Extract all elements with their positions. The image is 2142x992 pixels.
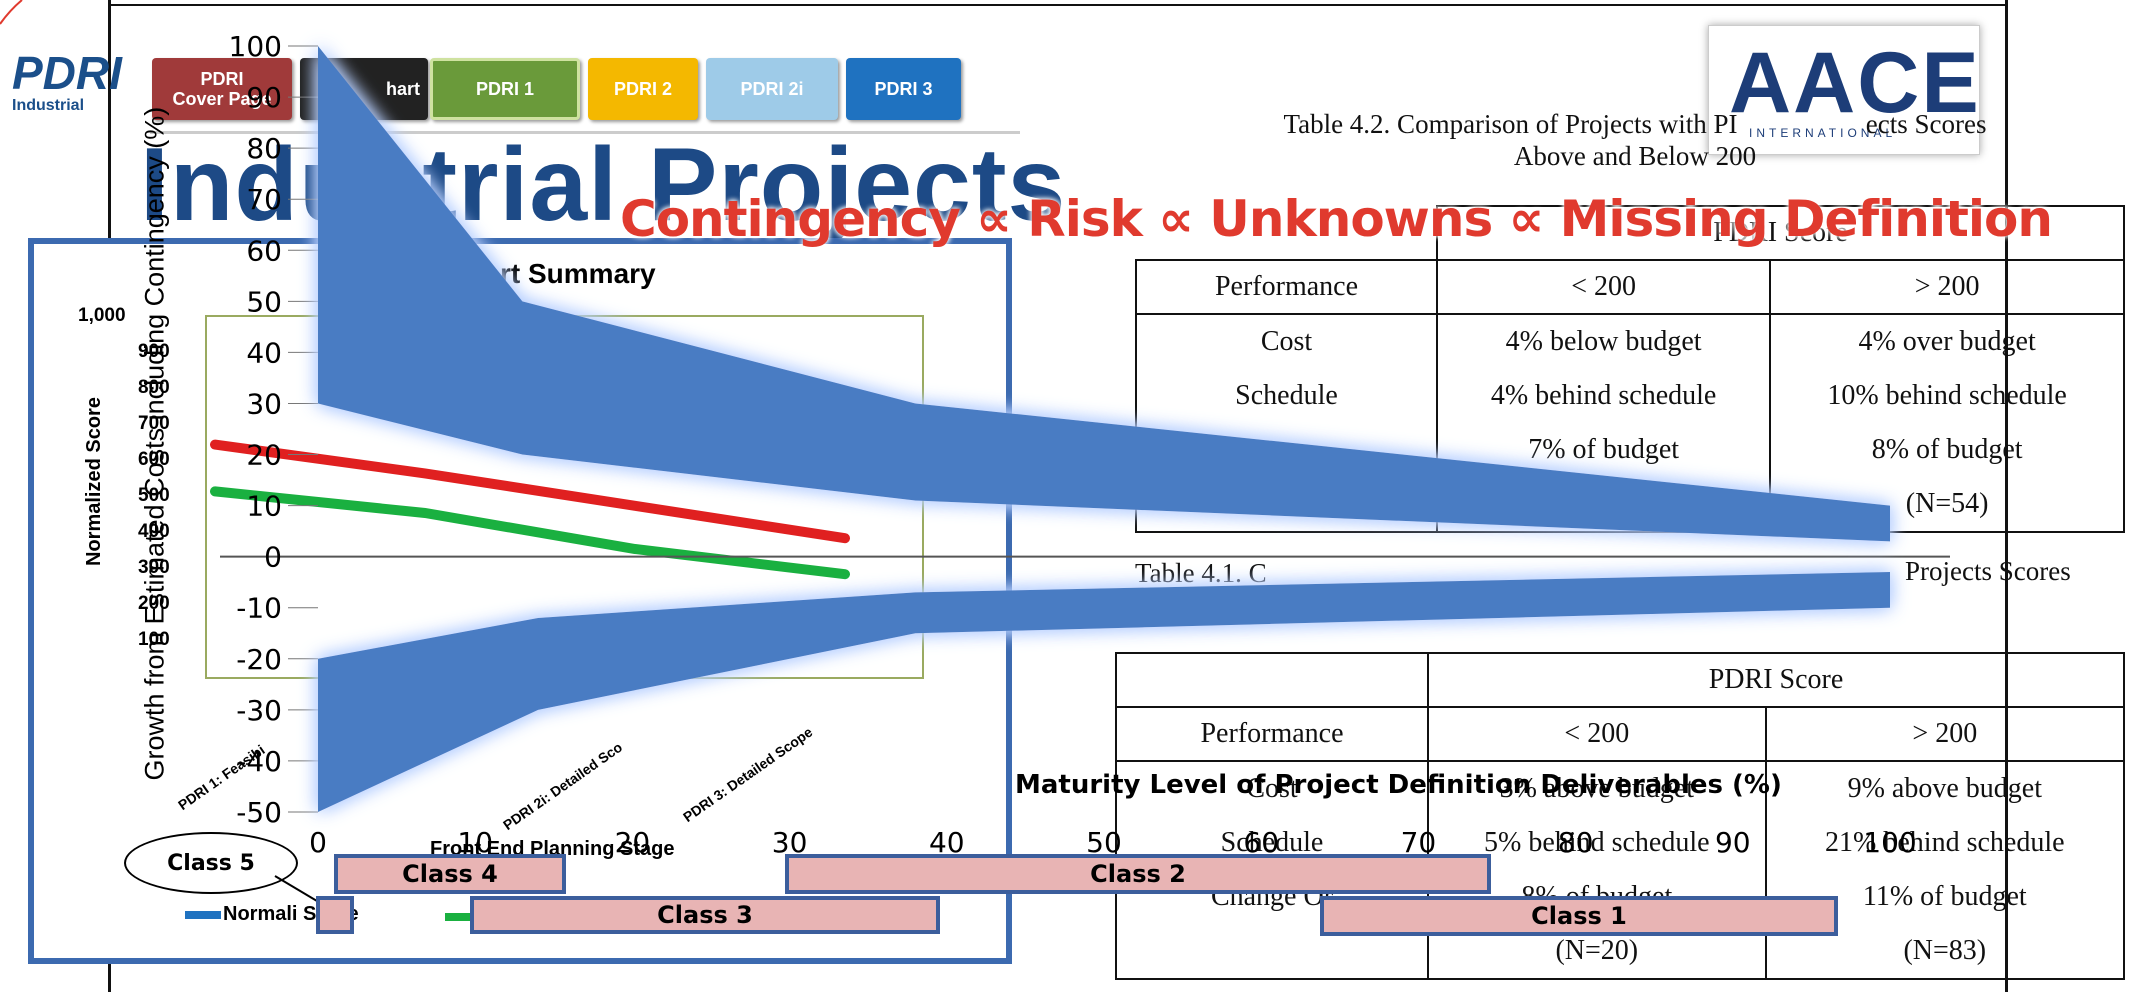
upper-cost-growth-band	[318, 46, 1890, 542]
table-top-cell: 8% of budget	[1769, 423, 2125, 477]
table-top-cell: 10% behind schedule	[1769, 369, 2125, 423]
y-tick-label: 0	[264, 541, 282, 574]
x-tick-label: 20	[615, 826, 651, 859]
summary-title: rt Summary	[500, 258, 656, 289]
table-bottom-cell: 3% above budget	[1427, 761, 1767, 816]
table-top-cell: 4% over budget	[1769, 314, 2125, 369]
lower-cost-growth-band	[318, 571, 1890, 812]
pdri-score-lines	[210, 439, 850, 580]
y-tick-label: 100	[229, 30, 282, 63]
aace-logo-sub: INTERNATIONAL	[1749, 126, 1897, 140]
tab-pdri-3[interactable]: PDRI 3	[846, 58, 961, 120]
y-tick-label: -40	[236, 745, 282, 778]
x-axis-title: Maturity Level of Project Definition Del…	[1015, 770, 1782, 800]
x-tick-label: 10	[457, 826, 493, 859]
table-top-caption: Table 4.2. Comparison of Projects with P…	[1130, 108, 2140, 172]
table-top-cell: Schedule	[1135, 369, 1438, 423]
y-tick-label: 40	[246, 336, 282, 369]
table-bottom-cell: 9% above budget	[1764, 761, 2126, 816]
x-tick-label: 90	[1715, 826, 1751, 859]
table-top-header-1: < 200	[1435, 259, 1772, 315]
y-axis-title: Growth from Estimated Costs including Co…	[140, 107, 171, 781]
legend-swatch-blue	[185, 911, 221, 919]
class-3-bar: Class 3	[470, 896, 940, 934]
class-1-bar: Class 1	[1320, 896, 1838, 936]
legend-swatch-green	[445, 913, 475, 921]
table-top-cell: 4% below budget	[1435, 314, 1772, 369]
toolbar-underline	[150, 131, 1020, 134]
y-tick-label: 80	[246, 132, 282, 165]
table-top-score-header: PDRI Score	[1436, 205, 2125, 261]
x-tick-label: 40	[929, 826, 965, 859]
x-tick-label: 70	[1401, 826, 1437, 859]
table-top-header-2: > 200	[1769, 259, 2125, 315]
y-tick-label: 10	[246, 490, 282, 523]
corner-mark	[0, 0, 23, 25]
y-tick-label: -30	[236, 694, 282, 727]
pdri-logo-text: PDRI	[12, 47, 122, 99]
x-tick-label: 50	[1086, 826, 1122, 859]
y-tick-label: 20	[246, 439, 282, 472]
class-2-bar: Class 2	[785, 854, 1491, 894]
y-axis-title-text: Growth from Estimated Costs including Co…	[139, 106, 170, 781]
y-tick-label: -20	[236, 643, 282, 676]
red-series-line	[210, 439, 850, 544]
normalized-tick: 400	[138, 521, 170, 542]
y-tick-label: -10	[236, 592, 282, 625]
y-tick-label: 50	[246, 285, 282, 318]
table-bottom-header-0: Performance	[1115, 706, 1429, 762]
headline: Contingency ∝ Risk ∝ Unknowns ∝ Missing …	[620, 190, 2053, 248]
table-top-cell: 4% behind schedule	[1435, 369, 1772, 423]
y-tick-label: 90	[246, 81, 282, 114]
table-bottom-header-2: > 200	[1764, 706, 2126, 762]
table-bottom-cell: Cost	[1115, 761, 1429, 816]
table-top-caption-line2: Above and Below 200	[1513, 141, 1757, 171]
normalized-tick: 900	[138, 341, 170, 362]
x-tick-label: 30	[772, 826, 808, 859]
table-top-cell: Cost	[1135, 314, 1438, 369]
normalized-tick: 500	[138, 485, 170, 506]
tab-pdri-2[interactable]: PDRI 2	[588, 58, 698, 120]
table-bottom-header-1: < 200	[1427, 706, 1767, 762]
normalized-tick: 600	[138, 449, 170, 470]
tab-pdri-1[interactable]: PDRI 1	[430, 58, 580, 120]
y-tick-label: 60	[246, 234, 282, 267]
tab-pdri-2i[interactable]: PDRI 2i	[706, 58, 838, 120]
table-bottom-cell: 21% behind schedule	[1764, 816, 2126, 870]
normalized-tick: 200	[138, 593, 170, 614]
aace-logo-text: AACE	[1729, 35, 1981, 131]
y-tick-label: 70	[246, 183, 282, 216]
table-bottom-score-header: PDRI Score	[1427, 652, 2125, 708]
class-4-bar: Class 4	[334, 854, 566, 894]
x-tick-label: 100	[1863, 826, 1916, 859]
aace-logo: AACE INTERNATIONAL	[1708, 25, 1980, 155]
normalized-tick: 800	[138, 377, 170, 398]
pdri-logo: PDRI Industrial	[12, 50, 132, 120]
green-series-line	[210, 486, 850, 580]
document-top-edge	[108, 4, 2008, 6]
x-tick-label: 80	[1558, 826, 1594, 859]
class-5-bar	[316, 896, 354, 934]
normalized-tick: 700	[138, 413, 170, 434]
x-tick-label: 0	[309, 826, 327, 859]
tab-pdri-cover-page[interactable]: PDRI Cover Page	[152, 58, 292, 120]
pdri-logo-sub: Industrial	[12, 97, 85, 114]
table-bottom-caption-left: Table 4.1. C	[1135, 558, 1267, 588]
normalized-tick: 1,000	[78, 305, 126, 326]
table-bottom-caption-right: Projects Scores	[1905, 556, 2071, 586]
normalized-tick: 100	[138, 629, 170, 650]
y-tick-label: -50	[236, 796, 282, 829]
normalized-tick: 300	[138, 557, 170, 578]
class-5-callout: Class 5	[124, 832, 298, 894]
y-tick-label: 30	[246, 387, 282, 420]
table-top-header-0: Performance	[1135, 259, 1438, 315]
x-tick-label: 60	[1243, 826, 1279, 859]
table-top-caption-line1: Table 4.2. Comparison of Projects with P…	[1283, 109, 1987, 139]
